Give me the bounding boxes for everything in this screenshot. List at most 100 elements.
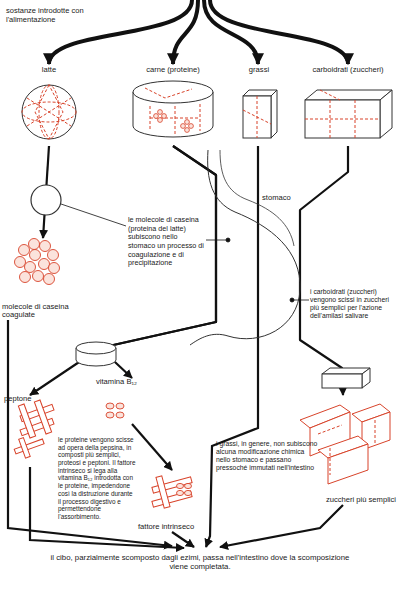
cube-face bbox=[271, 90, 277, 138]
leader-line bbox=[61, 204, 126, 226]
meat-wheel bbox=[133, 81, 213, 137]
stomach-shape bbox=[190, 150, 305, 345]
sphere-pattern bbox=[27, 85, 71, 139]
vitamin-item: vitamina B₁₂ bbox=[96, 378, 168, 424]
lattice-bar bbox=[152, 491, 192, 507]
petal bbox=[177, 490, 184, 495]
petal bbox=[185, 120, 190, 125]
intake-arrow bbox=[173, 0, 198, 64]
peptone-lattice bbox=[14, 400, 54, 458]
petal bbox=[185, 128, 190, 133]
cube-face bbox=[243, 96, 271, 138]
cluster-bead bbox=[29, 239, 40, 250]
carb-piece bbox=[322, 368, 370, 388]
casein-cluster-item: molecole di caseina coagulate bbox=[2, 238, 84, 320]
milk-sphere bbox=[22, 85, 76, 139]
flow-line bbox=[172, 532, 194, 547]
cube-pattern bbox=[243, 96, 271, 138]
lattice-bar bbox=[34, 400, 51, 434]
cluster-bead bbox=[19, 245, 30, 256]
sugar-item: zuccheri più semplici bbox=[290, 395, 396, 505]
flow-arrow bbox=[30, 146, 216, 395]
flow-line bbox=[8, 320, 172, 546]
vitamin-mark bbox=[154, 110, 194, 133]
diagram-heading-note: sostanze introdotte con l'alimentazione bbox=[6, 6, 111, 24]
intake-arrow bbox=[210, 0, 348, 64]
piece-face bbox=[322, 374, 362, 388]
flow-line bbox=[206, 146, 258, 547]
petal bbox=[185, 483, 192, 488]
flow-arrow bbox=[100, 146, 216, 378]
petal bbox=[162, 114, 167, 119]
process-note: i carboidrati (zuccheri) vengono scissi … bbox=[310, 288, 396, 321]
cluster-bead bbox=[33, 271, 44, 282]
peptone-item: peptone bbox=[4, 395, 56, 467]
process-note: i grassi, in genere, non subiscono alcun… bbox=[216, 440, 320, 473]
wheel-pattern bbox=[145, 88, 200, 136]
cluster-bead bbox=[40, 241, 51, 252]
petal bbox=[189, 124, 194, 129]
petal bbox=[158, 118, 163, 123]
vitamin-flower bbox=[177, 483, 192, 495]
food-item: carne (proteine) bbox=[128, 66, 218, 146]
cluster-bead bbox=[15, 257, 26, 268]
petal bbox=[116, 403, 124, 409]
fat-cube bbox=[243, 90, 277, 138]
node-label: carboidrati (zuccheri) bbox=[298, 66, 398, 75]
piece-top bbox=[76, 342, 116, 354]
node-label: latte bbox=[18, 66, 80, 75]
leader-lines bbox=[61, 204, 309, 302]
leader-dot bbox=[226, 238, 230, 242]
block-face bbox=[305, 90, 392, 100]
process-note: le proteine vengono scisse ad opera dell… bbox=[58, 436, 136, 521]
food-item: grassi bbox=[236, 66, 282, 146]
carb-block bbox=[305, 90, 392, 138]
cluster-bead bbox=[44, 274, 55, 285]
process-note: le molecole di caseina (proteina del lat… bbox=[128, 216, 206, 268]
node-label: zuccheri più semplici bbox=[290, 496, 396, 505]
lattice-bar bbox=[18, 404, 35, 438]
cluster-bead bbox=[20, 272, 31, 283]
petal bbox=[106, 403, 114, 409]
stomach-wall bbox=[220, 150, 294, 246]
lattice-bar bbox=[19, 438, 31, 459]
sugar-pattern bbox=[318, 420, 375, 475]
flow-arrow bbox=[300, 146, 348, 395]
lattice-bar bbox=[14, 439, 44, 454]
petal bbox=[177, 483, 184, 488]
wheel-top bbox=[133, 81, 213, 103]
casein-molecule bbox=[31, 185, 61, 215]
block-face bbox=[380, 90, 392, 138]
cluster-bead bbox=[48, 250, 59, 261]
flow-arrow bbox=[132, 424, 172, 470]
petal bbox=[158, 110, 163, 115]
node-label: carne (proteine) bbox=[128, 66, 218, 75]
petal bbox=[181, 124, 186, 129]
leader-dot bbox=[290, 298, 294, 302]
petal bbox=[154, 114, 159, 119]
stomach-wall bbox=[190, 150, 300, 345]
cluster-bead bbox=[25, 262, 36, 273]
node-label: grassi bbox=[236, 66, 282, 75]
factor-item: fattore intrinseco bbox=[138, 470, 206, 532]
casein-cluster bbox=[15, 239, 60, 285]
node-label: vitamina B₁₂ bbox=[96, 378, 168, 387]
intestine-flows bbox=[8, 146, 343, 548]
node-label: fattore intrinseco bbox=[138, 523, 206, 532]
sphere-outline bbox=[22, 85, 76, 139]
block-pattern bbox=[305, 90, 380, 138]
piece-face bbox=[362, 368, 370, 388]
petal bbox=[116, 412, 124, 418]
cluster-bead bbox=[39, 259, 50, 270]
node-label: peptone bbox=[4, 395, 56, 404]
vitamin-flower bbox=[106, 403, 124, 418]
petal bbox=[185, 490, 192, 495]
meat-piece bbox=[76, 342, 116, 366]
cluster-bead bbox=[49, 263, 60, 274]
petal bbox=[106, 412, 114, 418]
sugar-piece bbox=[328, 444, 368, 484]
conclusion-note: il cibo, parzialmente scomposto dagli ez… bbox=[50, 553, 350, 572]
factor-lattice bbox=[152, 476, 192, 508]
node-label: stomaco bbox=[262, 194, 291, 203]
